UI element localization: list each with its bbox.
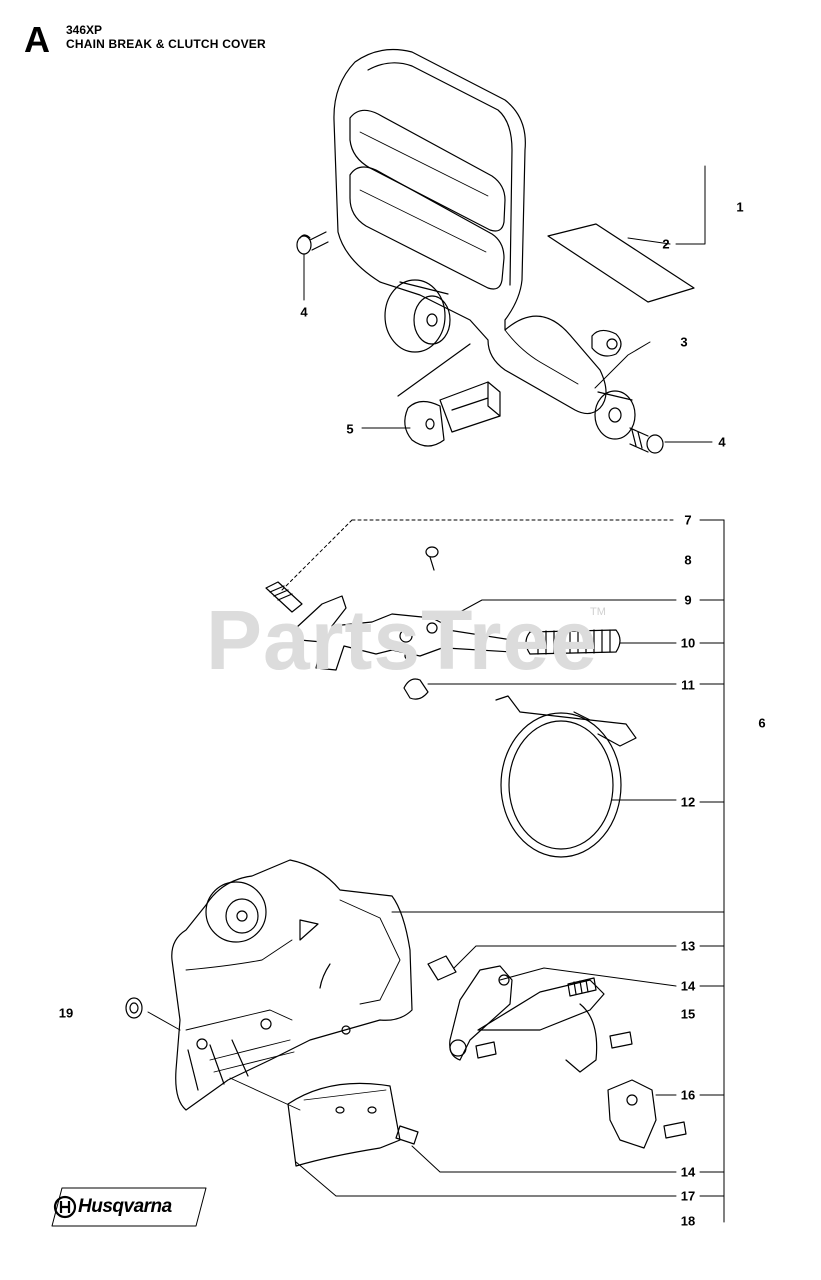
callout-4-left: 4: [300, 304, 308, 320]
part-17-cover-plate: [287, 1082, 401, 1167]
callout-18: 18: [680, 1213, 696, 1229]
part-10-spring: [525, 629, 621, 655]
brand-name: Husqvarna: [78, 1196, 172, 1217]
part-14-screw-upper: [567, 977, 597, 997]
callout-4-right: 4: [718, 434, 726, 450]
screw-4-left: [296, 231, 329, 255]
part-14-screw-lower: [395, 1125, 419, 1145]
sheet-title: CHAIN BREAK & CLUTCH COVER: [66, 37, 266, 51]
watermark-tm: TM: [590, 606, 606, 618]
part-15-guide-plate: [449, 965, 633, 1073]
part-19-nut: [125, 997, 143, 1019]
callout-1: 1: [736, 199, 744, 215]
callout-7: 7: [684, 512, 692, 528]
callout-9: 9: [684, 592, 692, 608]
part-12-brake-band: [495, 695, 637, 858]
callout-10: 10: [680, 635, 696, 651]
hinge-boss-left: [384, 279, 451, 353]
callout-13: 13: [680, 938, 696, 954]
callout-14-lower: 14: [680, 1164, 696, 1180]
decal-2: [547, 223, 695, 303]
callout-5: 5: [346, 421, 354, 437]
callout-19: 19: [58, 1005, 74, 1021]
brand-box: [51, 1187, 207, 1227]
model-number: 346XP: [66, 23, 103, 37]
husqvarna-crown-icon: [53, 1195, 77, 1219]
part-13-bushing: [427, 955, 457, 981]
clutch-cover: [171, 859, 413, 1111]
brand-logo: Husqvarna: [48, 1186, 208, 1226]
callout-16: 16: [680, 1087, 696, 1103]
callout-8: 8: [684, 552, 692, 568]
part-7-pin: [265, 581, 303, 613]
callout-15: 15: [680, 1006, 696, 1022]
callout-11: 11: [681, 677, 695, 693]
part-11-clip: [403, 678, 429, 700]
spacer-5: [397, 343, 501, 447]
part-8-screw: [425, 546, 439, 571]
section-letter: A: [24, 19, 50, 60]
hinge-boss-right: [594, 390, 636, 440]
watermark: PartsTree: [206, 593, 598, 687]
part-16-bracket: [607, 1079, 687, 1149]
callout-3: 3: [680, 334, 688, 350]
callout-12: 12: [680, 794, 696, 810]
callout-6: 6: [758, 715, 766, 731]
callout-17: 17: [680, 1188, 696, 1204]
callout-14-upper: 14: [680, 978, 696, 994]
upper-divider-line: [229, 1077, 301, 1111]
part-9-lever: [295, 595, 513, 671]
screw-4-right: [629, 427, 664, 454]
leader-lines: [147, 165, 725, 1223]
bushing-3: [591, 329, 622, 357]
callout-2: 2: [662, 236, 670, 252]
